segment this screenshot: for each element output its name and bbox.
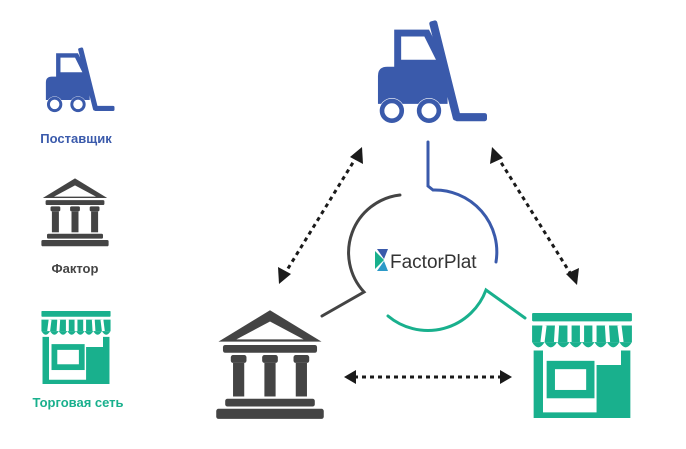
- factor-connector-arc: [320, 193, 402, 318]
- store-icon: [41, 311, 110, 383]
- supplier-connector-arc: [426, 140, 499, 264]
- supplier-retail-arrow: [490, 147, 579, 285]
- supplier-factor-arrow: [278, 147, 363, 284]
- bank-icon: [41, 178, 109, 247]
- retail-connector-arc: [386, 287, 527, 332]
- bank-icon: [216, 310, 324, 419]
- factor-label: Фактор: [52, 261, 99, 276]
- factorplat-logo-icon: [375, 249, 388, 271]
- factorplat-logo-text: FactorPlat: [390, 252, 477, 273]
- factorplat-logo: FactorPlat: [375, 249, 477, 273]
- retail-label: Торговая сеть: [32, 395, 123, 410]
- supplier-label: Поставщик: [40, 131, 112, 146]
- forklift-icon: [44, 46, 117, 115]
- legend: Поставщик Фактор Торговая сеть: [32, 46, 124, 410]
- forklift-icon: [378, 20, 487, 124]
- store-icon: [532, 313, 632, 417]
- factor-retail-arrow: [344, 370, 512, 384]
